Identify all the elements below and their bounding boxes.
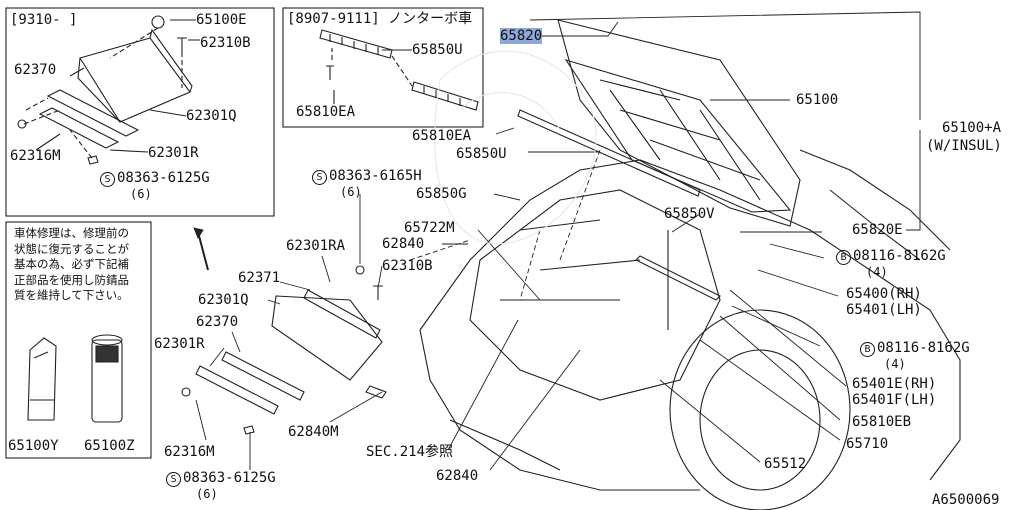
part-62316M: 62316M bbox=[164, 444, 215, 460]
leader-lines bbox=[193, 11, 921, 471]
screw-qty-inset: (6) bbox=[130, 187, 152, 201]
product-65100Z: 65100Z bbox=[84, 438, 135, 454]
part-65810EA: 65810EA bbox=[412, 128, 472, 144]
part-65401F: 65401F(LH) bbox=[852, 392, 937, 408]
inset-strip-assembly bbox=[319, 29, 479, 111]
car-body bbox=[419, 149, 961, 510]
s-circle-icon: S bbox=[166, 472, 181, 487]
part-65850U-inset: 65850U bbox=[412, 42, 463, 58]
inset-panel-assembly bbox=[17, 15, 200, 165]
part-62840M: 62840M bbox=[288, 424, 339, 440]
part-65710: 65710 bbox=[846, 436, 889, 452]
product-illustrations bbox=[27, 334, 123, 423]
part-62301R-inset: 62301R bbox=[148, 145, 199, 161]
part-62840-bottom: 62840 bbox=[436, 468, 479, 484]
part-65850U: 65850U bbox=[456, 146, 507, 162]
part-65810EB: 65810EB bbox=[852, 414, 912, 430]
part-65100E: 65100E bbox=[196, 12, 247, 28]
part-65400: 65400(RH) bbox=[846, 286, 922, 302]
part-62316M-inset: 62316M bbox=[10, 148, 61, 164]
part-62301Q-inset: 62301Q bbox=[186, 108, 237, 124]
inset-frame-note bbox=[5, 221, 152, 459]
bolt-top-qty: (4) bbox=[866, 265, 888, 279]
stay-and-strips bbox=[181, 109, 721, 435]
part-62370: 62370 bbox=[196, 314, 239, 330]
part-62310B-inset: 62310B bbox=[200, 35, 251, 51]
part-62840-top: 62840 bbox=[382, 236, 425, 252]
b-circle-icon: B bbox=[836, 250, 851, 265]
s-circle-icon: S bbox=[100, 172, 115, 187]
sec-214-ref: SEC.214参照 bbox=[366, 444, 454, 460]
product-65100Y: 65100Y bbox=[8, 438, 59, 454]
part-62301RA: 62301RA bbox=[286, 238, 346, 254]
part-65810EA-inset: 65810EA bbox=[296, 104, 356, 120]
screw-top-code: 08363-6165H bbox=[329, 168, 422, 184]
inset-top-title: [8907-9111] ノンターボ車 bbox=[287, 11, 473, 27]
bolt-mid-code: 08116-8162G bbox=[877, 340, 970, 356]
screw-bottom-code: 08363-6125G bbox=[183, 470, 276, 486]
part-65100A-sub: (W/INSUL) bbox=[926, 138, 1002, 154]
part-65722M: 65722M bbox=[404, 220, 455, 236]
part-65850G: 65850G bbox=[416, 186, 467, 202]
part-65820: 65820 bbox=[500, 28, 543, 44]
part-62370-inset: 62370 bbox=[14, 62, 57, 78]
part-62371: 62371 bbox=[238, 270, 281, 286]
part-65100A: 65100+A bbox=[942, 120, 1002, 136]
part-65850V: 65850V bbox=[664, 206, 715, 222]
part-65820E: 65820E bbox=[852, 222, 903, 238]
part-62301Q: 62301Q bbox=[198, 292, 249, 308]
part-65401: 65401(LH) bbox=[846, 302, 922, 318]
watermark-pattern bbox=[434, 50, 597, 245]
part-62310B: 62310B bbox=[382, 258, 433, 274]
bolt-top-code: 08116-8162G bbox=[853, 248, 946, 264]
screw-top-qty: (6) bbox=[340, 185, 362, 199]
screw-bottom-qty: (6) bbox=[196, 487, 218, 501]
part-65100: 65100 bbox=[796, 92, 839, 108]
b-circle-icon: B bbox=[860, 342, 875, 357]
part-65401E: 65401E(RH) bbox=[852, 376, 937, 392]
hood-panel bbox=[557, 19, 801, 227]
repair-note: 車体修理は、修理前の状態に復元することが基本の為、必ず下記補正部品を使用し防錆品… bbox=[14, 226, 129, 302]
s-circle-icon: S bbox=[312, 170, 327, 185]
inset-topleft-title: [9310- ] bbox=[10, 12, 78, 28]
inset-frame-topleft bbox=[5, 7, 275, 217]
part-65512: 65512 bbox=[764, 456, 807, 472]
part-62301R: 62301R bbox=[154, 336, 205, 352]
diagram-id: A6500069 bbox=[932, 492, 1000, 508]
inset-frame-top bbox=[282, 7, 484, 128]
screw-code-inset: 08363-6125G bbox=[117, 170, 210, 186]
bolt-mid-qty: (4) bbox=[884, 357, 906, 371]
